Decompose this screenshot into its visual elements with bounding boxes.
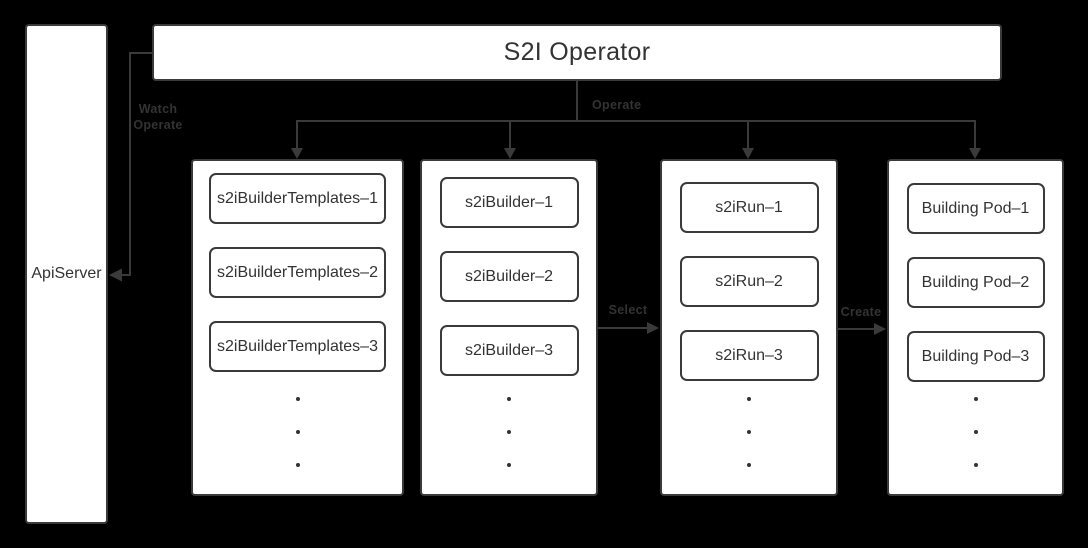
column-s2i-run: s2iRun–1 s2iRun–2 s2iRun–3 [660,159,838,496]
node-building-pod-1: Building Pod–1 [906,183,1045,234]
node-building-pod-2: Building Pod–2 [906,257,1045,308]
arrowhead-into-apiserver [109,268,122,282]
arrowhead-col4 [969,148,981,159]
ellipsis-dots [747,397,751,467]
node-s2i-run-1: s2iRun–1 [679,182,819,233]
node-s2i-builder-3: s2iBuilder–3 [439,325,579,376]
ellipsis-dot [973,397,978,401]
column-building-pod: Building Pod–1 Building Pod–2 Building P… [887,159,1064,496]
node-s2i-builder-templates-1: s2iBuilderTemplates–1 [209,173,386,224]
arrowhead-select [647,322,659,334]
ellipsis-dots [507,397,511,467]
node-s2i-builder-templates-2: s2iBuilderTemplates–2 [209,247,386,298]
arrowhead-col2 [504,148,516,159]
node-s2i-builder-templates-3: s2iBuilderTemplates–3 [209,321,386,372]
column-s2i-builder-templates: s2iBuilderTemplates–1 s2iBuilderTemplate… [191,159,404,496]
edge-label-operate: Operate [592,98,642,112]
ellipsis-dot [973,430,978,434]
edge-label-select: Select [608,303,648,317]
api-server-box: ApiServer [25,24,108,524]
ellipsis-dot [747,397,751,401]
arrowhead-col3 [742,148,754,159]
arrowhead-create [874,323,886,335]
edge-label-create: Create [840,305,882,319]
ellipsis-dot [973,463,978,467]
edge-label-watch-operate: Watch Operate [133,102,183,132]
ellipsis-dot [295,397,300,401]
arrowhead-col1 [291,148,303,159]
edge-watch-operate-line [122,52,152,276]
ellipsis-dot [747,430,751,434]
node-s2i-run-3: s2iRun–3 [679,330,819,381]
ellipsis-dot [295,430,300,434]
node-s2i-run-2: s2iRun–2 [679,256,819,307]
node-s2i-builder-1: s2iBuilder–1 [439,177,579,228]
ellipsis-dot [295,463,300,467]
ellipsis-dots [973,397,978,467]
api-server-label: ApiServer [31,265,102,282]
node-s2i-builder-2: s2iBuilder–2 [439,251,579,302]
ellipsis-dot [747,463,751,467]
column-s2i-builder: s2iBuilder–1 s2iBuilder–2 s2iBuilder–3 [420,159,598,496]
s2i-operator-box: S2I Operator [152,24,1002,81]
ellipsis-dot [507,430,511,434]
node-building-pod-3: Building Pod–3 [906,331,1045,382]
s2i-operator-label: S2I Operator [503,38,651,66]
ellipsis-dot [507,397,511,401]
ellipsis-dots [295,397,300,467]
ellipsis-dot [507,463,511,467]
